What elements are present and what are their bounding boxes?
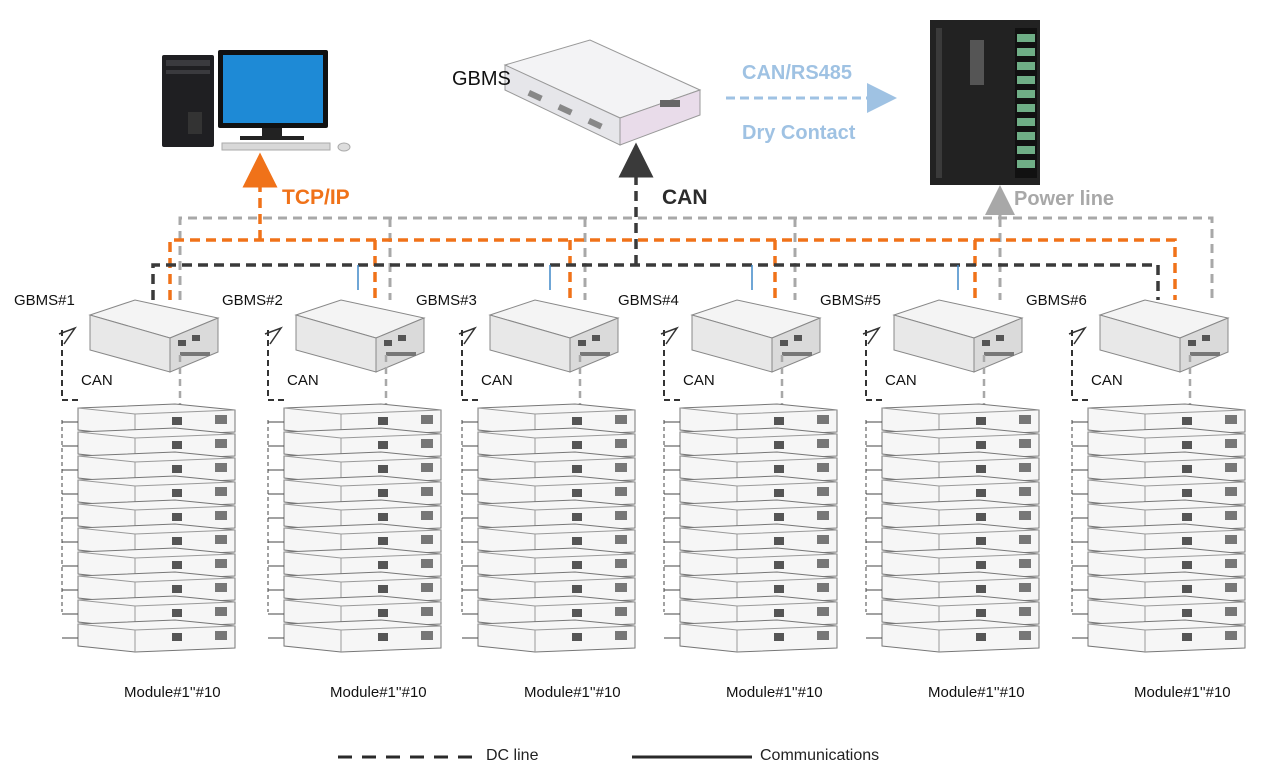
- tcp-ip-bus: [168, 152, 1177, 300]
- cluster-gbms-device: [1098, 299, 1230, 373]
- main-gbms-device: [503, 39, 702, 146]
- cluster-drawing: [862, 299, 1040, 653]
- cluster-can-label: CAN: [1091, 372, 1123, 389]
- power-line-bus: [178, 185, 1214, 300]
- legend-communications-label: Communications: [760, 747, 880, 764]
- comm-connectors: [357, 265, 959, 290]
- cluster-modules-label: Module#1''#10: [726, 684, 823, 701]
- cluster-modules-label: Module#1''#10: [330, 684, 427, 701]
- dry-contact-label: Dry Contact: [742, 122, 856, 144]
- cluster-drawing: [660, 299, 838, 653]
- server-rack-icon: [930, 20, 1040, 185]
- cluster-gbms-label: GBMS#3: [416, 292, 477, 309]
- cluster-gbms-label: GBMS#5: [820, 292, 881, 309]
- tcp-ip-label: TCP/IP: [282, 186, 350, 209]
- cluster-modules-label: Module#1''#10: [124, 684, 221, 701]
- cluster-can-label: CAN: [81, 372, 113, 389]
- cluster-gbms-label: GBMS#1: [14, 292, 75, 309]
- cluster-gbms-label: GBMS#6: [1026, 292, 1087, 309]
- cluster-modules-label: Module#1''#10: [928, 684, 1025, 701]
- cluster-modules-label: Module#1''#10: [1134, 684, 1231, 701]
- cluster-can-label: CAN: [287, 372, 319, 389]
- cluster-gbms-label: GBMS#2: [222, 292, 283, 309]
- cluster-gbms-device: [690, 299, 822, 373]
- cluster-drawing: [58, 299, 236, 653]
- cluster-gbms-device: [88, 299, 220, 373]
- can-bus: [151, 142, 1160, 300]
- cluster-gbms-device: [892, 299, 1024, 373]
- cluster-drawing: [264, 299, 442, 653]
- cluster-gbms-label: GBMS#4: [618, 292, 679, 309]
- cluster-can-label: CAN: [683, 372, 715, 389]
- can-rs485-label: CAN/RS485: [742, 62, 853, 84]
- power-line-label: Power line: [1014, 188, 1115, 210]
- cluster-gbms-device: [488, 299, 620, 373]
- legend-dc-line-label: DC line: [486, 747, 539, 764]
- cluster-drawing: [458, 299, 636, 653]
- cluster-modules-label: Module#1''#10: [524, 684, 621, 701]
- computer-icon: [162, 50, 351, 152]
- cluster-can-label: CAN: [481, 372, 513, 389]
- can-main-label: CAN: [662, 186, 708, 209]
- main-gbms-label: GBMS: [452, 68, 511, 90]
- cluster-can-label: CAN: [885, 372, 917, 389]
- cluster-gbms-device: [294, 299, 426, 373]
- cluster-drawing: [1068, 299, 1246, 653]
